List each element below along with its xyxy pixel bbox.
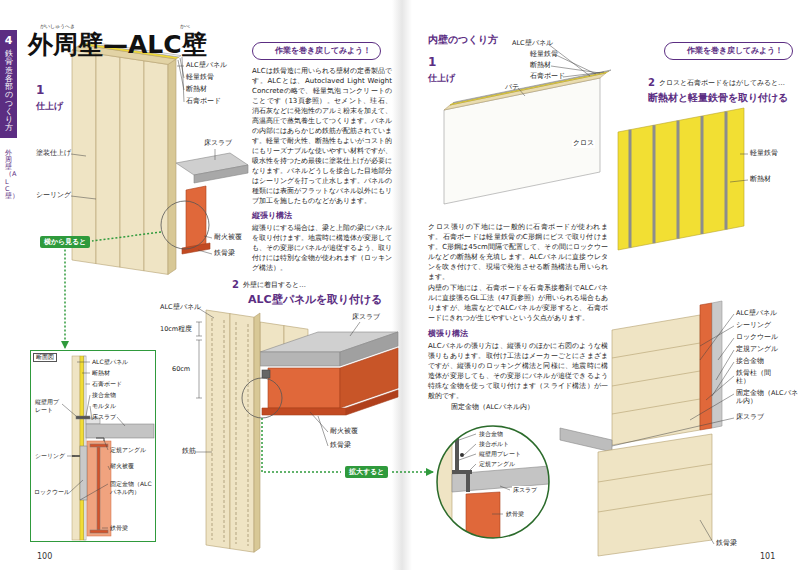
callout-connector: [64, 249, 66, 348]
section-heading: 縦張り構法: [252, 211, 292, 221]
part-label: パテ: [505, 84, 519, 92]
part-label: 接合ボルト: [478, 440, 510, 448]
body-text: 内壁の下地には、石膏ボードを石膏系接着剤でALCパネルに直接張るGL工法（47頁…: [428, 283, 608, 323]
part-label: 10cm程度: [160, 326, 192, 334]
part-label: 床スラブ: [512, 486, 538, 494]
step-number: 1: [428, 56, 436, 69]
part-label: 石膏ボード: [186, 98, 221, 106]
part-label: 断熱材: [530, 62, 551, 70]
part-label: モルタル: [92, 402, 116, 410]
section-heading: ALC壁パネルを取り付ける: [248, 293, 382, 306]
part-label: 軽量鉄骨: [750, 150, 778, 158]
part-label: 耐火被覆: [214, 234, 242, 242]
part-label: ALC壁パネル: [736, 310, 777, 318]
part-label: ロックウール: [34, 488, 70, 496]
part-label: 固定金物（ALCパネル内）: [110, 480, 154, 495]
body-text: ALCは鉄骨造に用いられる壁材の定番製品です。ALCとは、Autoclaved …: [252, 66, 392, 206]
part-label: クロス: [572, 140, 595, 148]
page-title: 外周壁—ALC壁: [28, 30, 207, 60]
node-text: 作業を巻き戻してみよう！: [687, 46, 783, 56]
section-heading: 横張り構法: [428, 329, 468, 339]
panel-install-figure: [206, 310, 398, 552]
part-label: ALC壁パネル: [512, 40, 553, 48]
part-label: シーリング: [35, 452, 65, 460]
furigana: がいしゅうへき: [40, 24, 75, 29]
page-number: 100: [37, 552, 52, 562]
part-label: 鉄骨梁: [505, 510, 525, 518]
part-label: 塗装仕上げ: [36, 150, 71, 158]
part-label: 縦壁用プレート: [35, 398, 61, 413]
rewind-button: 作業を巻き戻してみよう！: [664, 42, 793, 60]
part-label: ALC壁パネル: [92, 358, 128, 366]
part-label: 接合金物: [478, 430, 504, 438]
node-text: 作業を巻き戻してみよう！: [275, 46, 371, 56]
part-label: 定規アングル: [478, 460, 516, 468]
part-label: 鉄骨梁: [214, 250, 235, 258]
chapter-tab: 4 鉄骨造 各部のつくり方: [0, 30, 17, 138]
part-label: 鉄骨梁: [330, 442, 351, 450]
exterior-wall-figure: [72, 41, 248, 274]
rewind-button: 作業を巻き戻してみよう！: [252, 42, 381, 60]
part-label: 軽量鉄骨: [530, 51, 558, 59]
part-label: 断熱材: [186, 86, 207, 94]
furigana: かべ: [180, 24, 190, 29]
part-label: 外壁に着目すると…: [243, 281, 306, 289]
part-label: 接合金物: [92, 391, 116, 399]
part-label: 鉄筋: [182, 448, 196, 456]
section-heading: 仕上げ: [36, 101, 63, 112]
horizontal-panel-figure: [560, 301, 722, 556]
node-text: 4: [0, 34, 17, 47]
part-label: クロスと石膏ボードをはがしてみると…: [659, 79, 785, 87]
node-text: 鉄骨造 各部のつくり方: [5, 50, 13, 133]
part-label: 床スラブ: [204, 140, 232, 148]
tab-subtitle: 外周壁（ALC壁）: [5, 150, 12, 200]
part-label: 床スラブ: [736, 414, 764, 422]
part-label: 鉄骨柱（間柱）: [736, 370, 776, 386]
part-label: ALC壁パネル: [186, 62, 227, 70]
page-number: 101: [760, 552, 775, 562]
leader-lines: [62, 44, 748, 544]
part-label: 固定金物（ALCパネル内）: [450, 404, 535, 412]
step-number: 2: [648, 77, 655, 88]
part-label: 床スラブ: [352, 314, 380, 322]
part-label: 耐火被覆: [330, 428, 358, 436]
part-label: 断熱材: [92, 369, 110, 377]
part-label: 床スラブ: [92, 413, 116, 421]
body-text: クロス張りの下地には一般的に石膏ボードが使われます。石膏ボードは軽量鉄骨のC形鋼…: [428, 222, 608, 282]
callout-box: 横から見ると: [40, 236, 90, 248]
part-label: 石膏ボード: [92, 380, 122, 388]
section-heading: 断熱材と軽量鉄骨を取り付ける: [648, 92, 788, 104]
part-label: 断熱材: [750, 176, 771, 184]
part-label: 鉄骨梁: [110, 524, 128, 532]
part-label: ロックウール: [736, 334, 778, 342]
part-label: シーリング: [36, 192, 71, 200]
section-figure: [72, 356, 154, 540]
node-text: 断面図: [33, 353, 57, 362]
part-label: ALC壁パネル: [160, 304, 201, 312]
part-label: 接合金物: [736, 358, 764, 366]
part-label: 耐火被覆: [110, 462, 134, 470]
part-label: 固定金物（ALCパネル内）: [736, 390, 798, 406]
node-text: 拡大すると: [349, 468, 384, 476]
part-label: 鉄骨梁: [716, 540, 737, 548]
part-label: 軽量鉄骨: [186, 74, 214, 82]
zoom-figure: [437, 426, 549, 540]
node-text: 横から見ると: [44, 238, 86, 246]
section-heading: 内壁のつくり方: [428, 34, 498, 46]
body-text: 縦張りにする場合は、梁と上階の梁にパネルを取り付けます。地震時に構造体が変形して…: [252, 223, 392, 273]
part-label: シーリング: [736, 322, 771, 330]
callout-box: 拡大すると: [345, 466, 388, 478]
step-number: 1: [36, 84, 44, 97]
body-text: ALCパネルの張り方は、縦張りのほかに右図のような横張りもあります。取付け工法は…: [428, 341, 608, 401]
part-label: 定規アングル: [736, 346, 778, 354]
part-label: 60cm: [172, 366, 190, 374]
part-label: 石膏ボード: [530, 73, 565, 81]
gutter: [392, 0, 412, 570]
part-label: 定規アングル: [110, 446, 146, 454]
part-label: 縦壁用プレート: [478, 450, 522, 458]
section-heading: 仕上げ: [428, 73, 455, 84]
step-number: 2: [232, 279, 239, 290]
